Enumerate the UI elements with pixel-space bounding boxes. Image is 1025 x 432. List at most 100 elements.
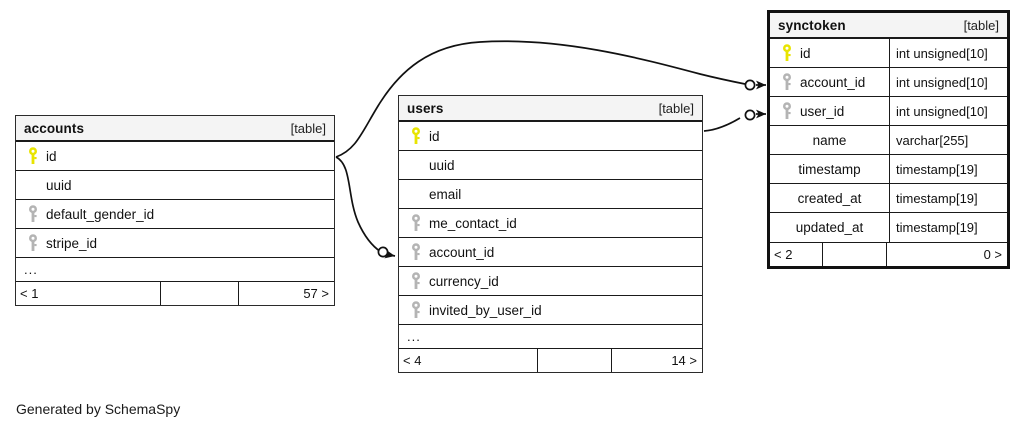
column-cell-name: currency_id xyxy=(399,267,702,295)
table-accounts-tag: [table] xyxy=(290,120,326,136)
column-name: uuid xyxy=(429,157,455,173)
column-cell-name: created_at xyxy=(770,184,889,212)
table-accounts-header: accounts [table] xyxy=(16,116,334,142)
table-users-footer: < 4 14 > xyxy=(399,348,702,372)
generated-by-label: Generated by SchemaSpy xyxy=(16,401,181,417)
column-name: stripe_id xyxy=(46,235,98,251)
table-row[interactable]: me_contact_id xyxy=(399,209,702,238)
column-type: timestamp[19] xyxy=(889,213,1007,242)
table-users-tag: [table] xyxy=(658,100,694,116)
column-type: timestamp[19] xyxy=(889,184,1007,212)
column-cell-name: me_contact_id xyxy=(399,209,702,237)
table-accounts-title: accounts xyxy=(24,120,85,136)
more-columns-cell: ... xyxy=(16,258,334,281)
foreign-key-icon xyxy=(407,272,425,290)
table-users-columns: id uuid email xyxy=(399,122,702,348)
primary-key-icon xyxy=(24,147,42,165)
footer-parent-count[interactable]: < 1 xyxy=(16,282,161,305)
column-name: default_gender_id xyxy=(46,206,155,222)
foreign-key-icon xyxy=(778,102,796,120)
column-type: int unsigned[10] xyxy=(889,68,1007,96)
footer-parent-count[interactable]: < 4 xyxy=(399,349,538,372)
table-users[interactable]: users [table] id xyxy=(398,95,703,373)
column-name: account_id xyxy=(429,244,495,260)
footer-child-count[interactable]: 14 > xyxy=(671,353,697,368)
table-row[interactable]: email xyxy=(399,180,702,209)
column-cell-name: uuid xyxy=(399,151,702,179)
column-type: int unsigned[10] xyxy=(889,39,1007,67)
table-row[interactable]: account_id xyxy=(399,238,702,267)
table-row[interactable]: id xyxy=(16,142,334,171)
table-accounts[interactable]: accounts [table] id xyxy=(15,115,335,306)
more-columns-row[interactable]: ... xyxy=(399,325,702,348)
table-row[interactable]: updated_at timestamp[19] xyxy=(770,213,1007,242)
column-cell-name: id xyxy=(770,39,889,67)
column-name: id xyxy=(46,148,57,164)
foreign-key-icon xyxy=(407,301,425,319)
column-cell-name: account_id xyxy=(770,68,889,96)
table-synctoken-columns: id int unsigned[10] account_id xyxy=(770,39,1007,242)
column-cell-name: email xyxy=(399,180,702,208)
column-name: id xyxy=(800,45,811,61)
column-name: updated_at xyxy=(795,220,864,235)
column-cell-name: user_id xyxy=(770,97,889,125)
table-synctoken-header: synctoken [table] xyxy=(770,13,1007,39)
table-synctoken[interactable]: synctoken [table] id int unsigne xyxy=(767,10,1010,269)
foreign-key-icon xyxy=(24,234,42,252)
table-accounts-footer: < 1 57 > xyxy=(16,281,334,305)
table-synctoken-title: synctoken xyxy=(778,17,846,33)
table-synctoken-footer: < 2 0 > xyxy=(770,242,1007,266)
column-name: created_at xyxy=(797,190,862,206)
column-cell-name: name xyxy=(770,126,889,154)
column-cell-name: invited_by_user_id xyxy=(399,296,702,324)
column-name: currency_id xyxy=(429,273,499,289)
footer-middle xyxy=(161,282,239,305)
column-cell-name: account_id xyxy=(399,238,702,266)
table-row[interactable]: user_id int unsigned[10] xyxy=(770,97,1007,126)
primary-key-icon xyxy=(778,44,796,62)
column-name: account_id xyxy=(800,74,866,90)
table-row[interactable]: invited_by_user_id xyxy=(399,296,702,325)
column-cell-name: uuid xyxy=(16,171,334,199)
table-row[interactable]: id int unsigned[10] xyxy=(770,39,1007,68)
table-accounts-columns: id uuid xyxy=(16,142,334,281)
table-users-header: users [table] xyxy=(399,96,702,122)
table-row[interactable]: default_gender_id xyxy=(16,200,334,229)
table-row[interactable]: uuid xyxy=(16,171,334,200)
table-row[interactable]: timestamp timestamp[19] xyxy=(770,155,1007,184)
footer-child-count[interactable]: 0 > xyxy=(983,247,1002,262)
column-cell-name: timestamp xyxy=(770,155,889,183)
ellipsis-label: ... xyxy=(407,329,421,344)
footer-parent-count[interactable]: < 2 xyxy=(770,243,823,266)
edge-users-id-to-synctoken-user-id xyxy=(703,109,766,132)
column-name: name xyxy=(812,132,847,148)
column-cell-name: updated_at xyxy=(770,213,889,242)
column-name: uuid xyxy=(46,177,72,193)
column-cell-name: id xyxy=(16,142,334,170)
foreign-key-icon xyxy=(407,214,425,232)
table-row[interactable]: stripe_id xyxy=(16,229,334,258)
table-row[interactable]: id xyxy=(399,122,702,151)
column-cell-name: default_gender_id xyxy=(16,200,334,228)
table-row[interactable]: account_id int unsigned[10] xyxy=(770,68,1007,97)
table-row[interactable]: currency_id xyxy=(399,267,702,296)
column-name: user_id xyxy=(800,103,845,119)
table-synctoken-tag: [table] xyxy=(963,17,999,33)
column-cell-name: stripe_id xyxy=(16,229,334,257)
edge-accounts-id-to-users-account-id xyxy=(335,156,396,259)
column-name: invited_by_user_id xyxy=(429,302,542,318)
table-users-title: users xyxy=(407,100,444,116)
column-type: timestamp[19] xyxy=(889,155,1007,183)
foreign-key-icon xyxy=(778,73,796,91)
table-row[interactable]: name varchar[255] xyxy=(770,126,1007,155)
primary-key-icon xyxy=(407,127,425,145)
more-columns-row[interactable]: ... xyxy=(16,258,334,281)
column-name: email xyxy=(429,186,462,202)
column-name: timestamp xyxy=(798,161,861,177)
more-columns-cell: ... xyxy=(399,325,702,348)
ellipsis-label: ... xyxy=(24,262,38,277)
footer-child-count[interactable]: 57 > xyxy=(303,286,329,301)
table-row[interactable]: uuid xyxy=(399,151,702,180)
table-row[interactable]: created_at timestamp[19] xyxy=(770,184,1007,213)
